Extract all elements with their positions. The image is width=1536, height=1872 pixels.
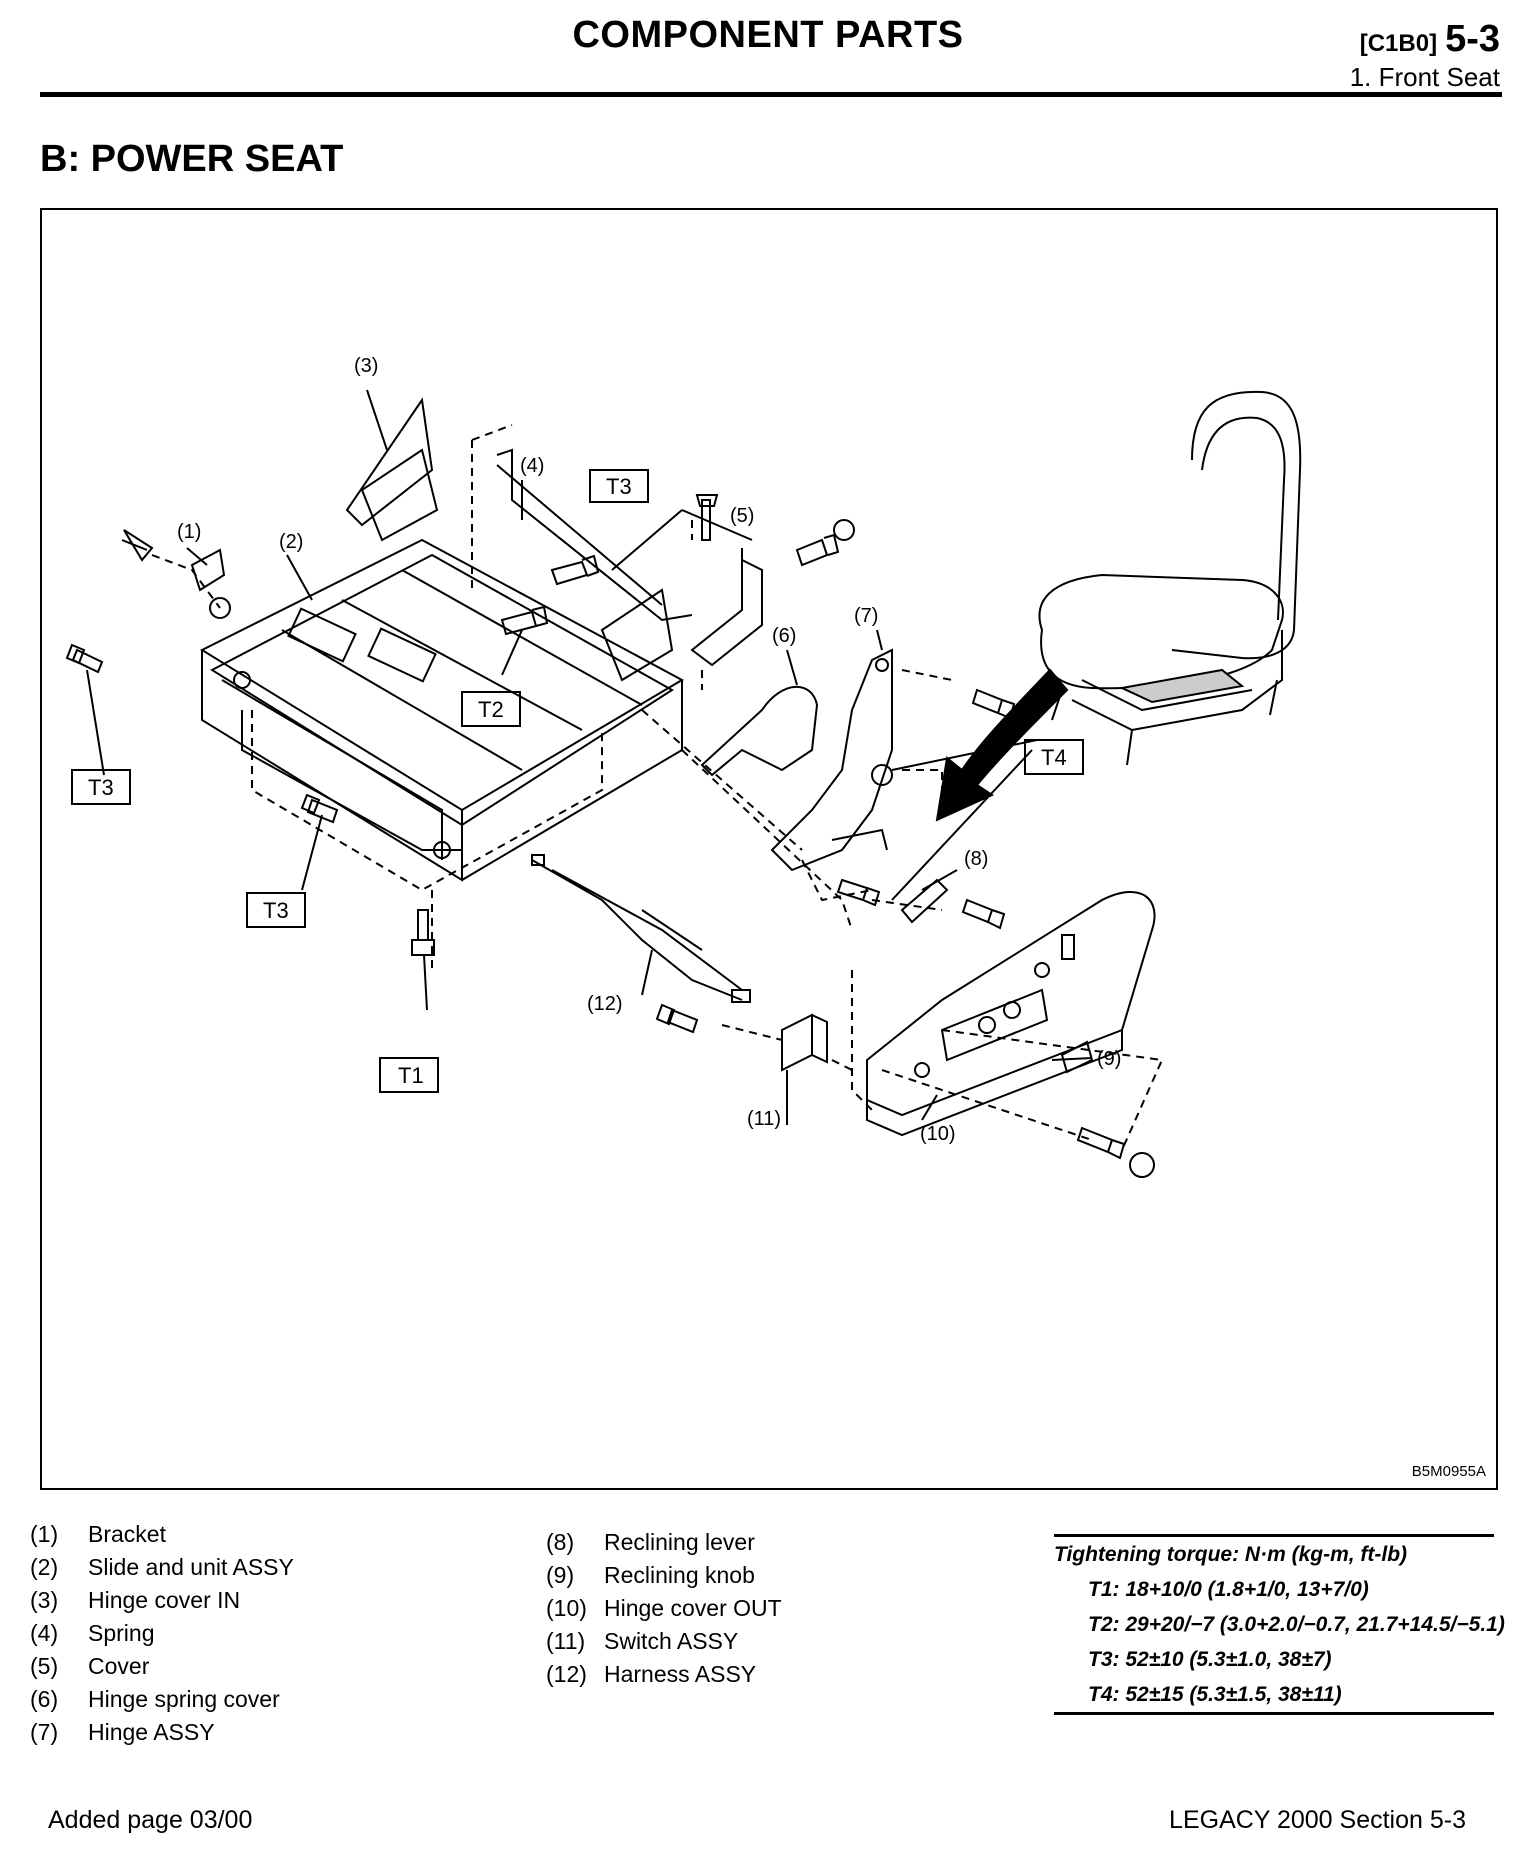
legend-item: (10)Hinge cover OUT <box>546 1595 782 1621</box>
torque-t3: T3: 52±10 (5.3±1.0, 38±7) <box>1088 1648 1332 1671</box>
torque-box-t4: T4 <box>1024 739 1084 775</box>
callout-12: (12) <box>587 993 623 1015</box>
header-rule <box>40 92 1502 97</box>
legend-item: (12)Harness ASSY <box>546 1661 757 1687</box>
harness-assy <box>531 859 743 1001</box>
callout-2: (2) <box>279 531 303 553</box>
torque-table: Tightening torque: N·m (kg-m, ft-lb) T1:… <box>1054 1534 1505 1715</box>
callout-6: (6) <box>772 625 796 647</box>
torque-box-label: T1 <box>398 1063 424 1088</box>
legend-item: (6)Hinge spring cover <box>30 1686 280 1712</box>
legend-right: (8)Reclining lever (9)Reclining knob (10… <box>546 1526 782 1691</box>
legend-item: (9)Reclining knob <box>546 1562 755 1588</box>
exploded-diagram: (3) (4) (1) (2) (5) (7) (6) (8) (9) (10)… <box>40 208 1498 1490</box>
footer-left: Added page 03/00 <box>48 1806 253 1834</box>
torque-box-label: T3 <box>606 474 632 499</box>
torque-t1: T1: 18+10/0 (1.8+1/0, 13+7/0) <box>1088 1578 1369 1601</box>
reclining-lever <box>900 878 949 924</box>
callout-10: (10) <box>920 1123 956 1145</box>
torque-title: Tightening torque: N·m (kg-m, ft-lb) <box>1054 1534 1494 1572</box>
callout-8: (8) <box>964 848 988 870</box>
footer-right: LEGACY 2000 Section 5-3 <box>1169 1806 1466 1834</box>
torque-box-label: T2 <box>478 697 504 722</box>
hinge-cover-in <box>345 397 434 527</box>
torque-box-t3-top: T3 <box>589 469 649 503</box>
legend-item: (5)Cover <box>30 1653 150 1679</box>
arrow-icon <box>935 668 1069 822</box>
callout-9: (9) <box>1097 1048 1121 1070</box>
page-header-title: COMPONENT PARTS <box>572 14 964 56</box>
section-title: B: POWER SEAT <box>40 138 344 180</box>
callout-5: (5) <box>730 505 754 527</box>
spring <box>496 448 693 622</box>
callout-7: (7) <box>854 605 878 627</box>
slide-unit-assy <box>199 448 685 882</box>
legend-item: (7)Hinge ASSY <box>30 1719 215 1745</box>
hinge-cover-out <box>866 890 1156 1117</box>
seat-illustration <box>1038 390 1302 766</box>
torque-box-t1: T1 <box>379 1057 439 1093</box>
legend-item: (3)Hinge cover IN <box>30 1587 241 1613</box>
legend-item: (2)Slide and unit ASSY <box>30 1554 294 1580</box>
page-number: 5-3 <box>1445 18 1500 60</box>
callout-11: (11) <box>747 1108 781 1130</box>
legend-item: (4)Spring <box>30 1620 155 1646</box>
legend-item: (11)Switch ASSY <box>546 1628 739 1654</box>
header-subtitle: 1. Front Seat <box>1349 62 1500 92</box>
callout-4: (4) <box>520 455 544 477</box>
torque-box-label: T3 <box>88 775 114 800</box>
torque-box-label: T4 <box>1041 745 1067 770</box>
torque-t4: T4: 52±15 (5.3±1.5, 38±11) <box>1054 1677 1494 1715</box>
hinge-spring-cover <box>700 685 819 777</box>
torque-box-label: T3 <box>263 898 289 923</box>
legend-item: (8)Reclining lever <box>546 1529 755 1555</box>
torque-box-t2: T2 <box>461 691 521 727</box>
header-code: [C1B0] 5-3 <box>1360 18 1500 61</box>
cover <box>690 558 763 667</box>
torque-box-t3-left: T3 <box>71 769 131 805</box>
diagram-drawing: (3) (4) (1) (2) (5) (7) (6) (8) (9) (10)… <box>65 355 1302 1178</box>
section-code: [C1B0] <box>1359 30 1438 57</box>
switch-assy <box>781 1013 828 1072</box>
torque-box-t3-bottom: T3 <box>246 892 306 928</box>
reclining-knob <box>1060 1040 1094 1074</box>
legend-item: (1)Bracket <box>30 1521 166 1547</box>
bracket <box>190 548 226 592</box>
torque-t2: T2: 29+20/−7 (3.0+2.0/−0.7, 21.7+14.5/−5… <box>1088 1613 1505 1636</box>
callout-3: (3) <box>354 355 378 377</box>
hinge-assy <box>770 648 893 872</box>
figure-code: B5M0955A <box>1411 1463 1486 1480</box>
callout-1: (1) <box>177 521 201 543</box>
legend-left: (1)Bracket (2)Slide and unit ASSY (3)Hin… <box>30 1518 294 1749</box>
